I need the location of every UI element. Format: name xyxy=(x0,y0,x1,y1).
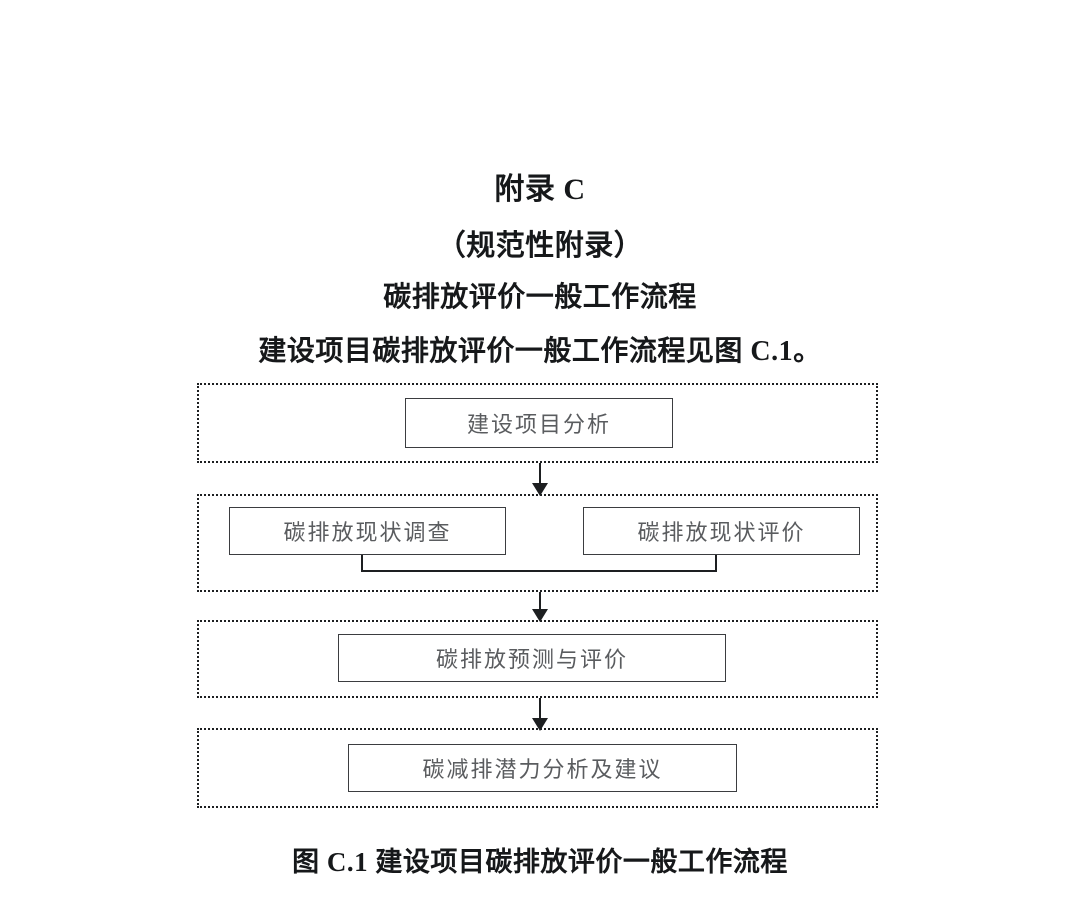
flow-merge-bar xyxy=(361,570,717,572)
appendix-kind-label: （规范性附录） xyxy=(436,230,644,262)
flow-stage-2-container xyxy=(197,494,878,592)
flow-arrow-3-head xyxy=(532,718,548,731)
flow-merge-left-stem xyxy=(361,555,363,572)
intro-paragraph: 建设项目碳排放评价一般工作流程见图 C.1。 xyxy=(258,336,822,367)
flow-arrow-3-line xyxy=(539,698,541,722)
flow-stage-1-container xyxy=(197,383,878,463)
flow-node-label: 碳减排潜力分析及建议 xyxy=(422,757,663,782)
flow-merge-right-stem xyxy=(715,555,717,572)
flow-node-label: 碳排放预测与评价 xyxy=(435,647,628,672)
flow-arrow-2-head xyxy=(532,609,548,622)
flow-node-label: 建设项目分析 xyxy=(466,412,611,437)
flow-node-emission-forecast-assessment: 碳排放预测与评价 xyxy=(338,634,726,682)
flow-arrow-1-head xyxy=(532,483,548,496)
flow-node-construction-project-analysis: 建设项目分析 xyxy=(405,398,673,448)
flow-arrow-2-line xyxy=(539,592,541,614)
flow-arrow-1-line xyxy=(539,463,541,487)
appendix-title: 附录 C xyxy=(494,173,586,206)
flow-stage-4-container xyxy=(197,728,878,808)
flow-node-label: 碳排放现状调查 xyxy=(283,520,452,545)
flow-stage-3-container xyxy=(197,620,878,698)
appendix-subject-title: 碳排放评价一般工作流程 xyxy=(383,282,697,313)
flow-node-emission-status-survey: 碳排放现状调查 xyxy=(229,507,506,555)
flow-node-label: 碳排放现状评价 xyxy=(637,520,806,545)
flow-node-reduction-potential-recommendations: 碳减排潜力分析及建议 xyxy=(348,744,737,792)
figure-caption: 图 C.1 建设项目碳排放评价一般工作流程 xyxy=(292,847,788,877)
flow-node-emission-status-assessment: 碳排放现状评价 xyxy=(583,507,860,555)
